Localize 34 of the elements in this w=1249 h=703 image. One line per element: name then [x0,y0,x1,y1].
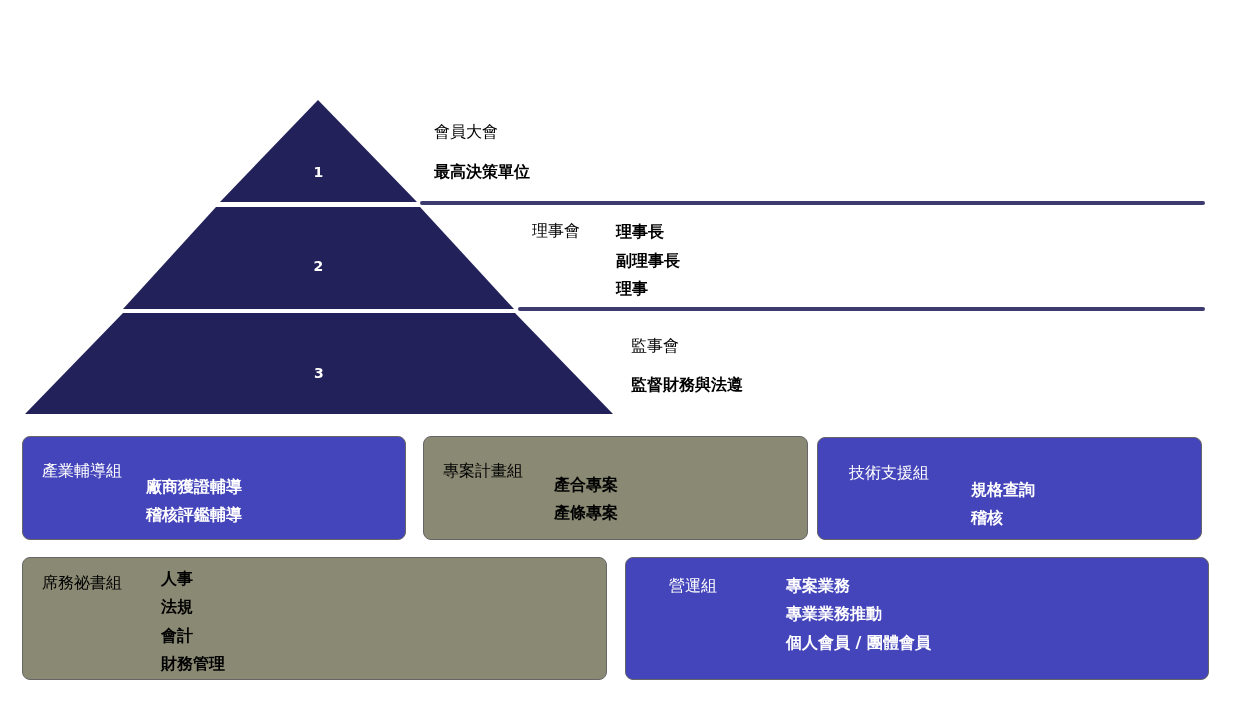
tier-description: 副理事長 [616,251,680,271]
duty-text: 廠商獲證輔導 [146,477,242,497]
duty-text: 人事 [161,569,193,589]
duty-text: 財務管理 [161,654,225,674]
tier-description: 監督財務與法遵 [631,375,743,395]
tier-title: 會員大會 [434,122,498,142]
duty-text: 產條專案 [554,503,618,523]
tier-number: 2 [313,257,324,276]
group-heading: 技術支援組 [849,463,929,483]
duty-text: 規格查詢 [971,480,1035,500]
duty-text: 專案業務 [786,576,850,596]
tier-description: 理事 [616,279,648,299]
tier-number: 1 [313,163,324,182]
tier-description: 最高決策單位 [434,162,530,182]
tier-description: 理事長 [616,222,664,242]
duty-text: 法規 [161,597,193,617]
tier-number: 3 [314,364,324,383]
group-heading: 營運組 [669,576,717,596]
group-heading: 產業輔導組 [42,461,122,481]
tier-title: 監事會 [631,336,679,356]
group-heading: 席務祕書組 [42,573,122,593]
duty-text: 個人會員 / 團體會員 [786,633,931,653]
duty-text: 產合專案 [554,475,618,495]
duty-text: 稽核 [971,508,1003,528]
tier-title: 理事會 [532,221,580,241]
group-box [817,437,1202,540]
group-box [423,436,808,540]
group-box [22,557,607,680]
duty-text: 專業業務推動 [786,604,882,624]
group-box [625,557,1209,680]
duty-text: 稽核評鑑輔導 [146,505,242,525]
group-heading: 專案計畫組 [443,461,523,481]
duty-text: 會計 [161,626,193,646]
group-box [22,436,406,540]
